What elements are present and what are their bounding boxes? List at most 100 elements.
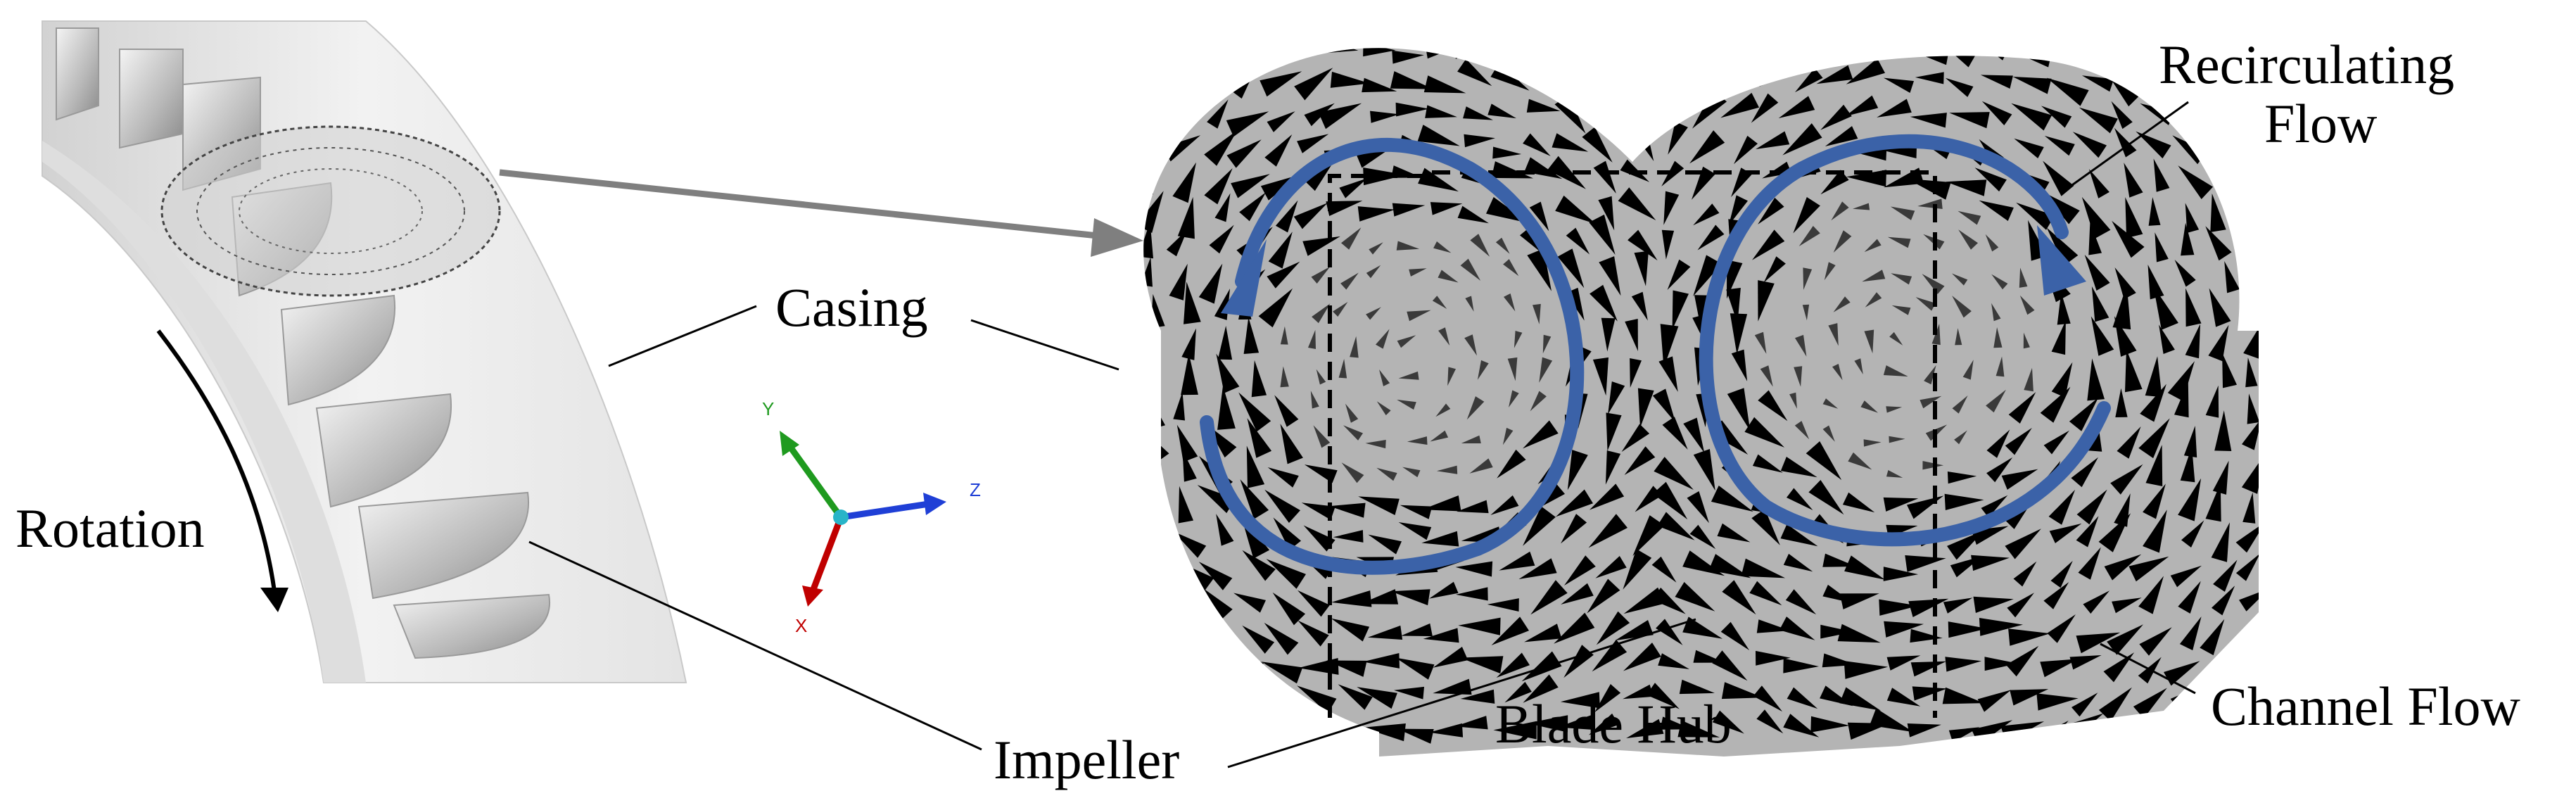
velocity-vector <box>2112 597 2142 614</box>
rotation-label: Rotation <box>15 498 205 559</box>
velocity-vector <box>2011 103 2052 131</box>
velocity-vector <box>1787 687 1818 709</box>
velocity-vector <box>1460 656 1504 673</box>
velocity-vector <box>1848 48 1882 65</box>
velocity-vector <box>1457 58 1492 87</box>
velocity-vector <box>1274 395 1299 427</box>
velocity-vector <box>1308 329 1316 349</box>
velocity-vector <box>1842 492 1875 513</box>
velocity-vector <box>1795 68 1823 93</box>
velocity-vector <box>1820 624 1854 639</box>
velocity-vector <box>1657 512 1695 540</box>
velocity-vector <box>2245 357 2258 388</box>
velocity-vector <box>2139 709 2174 747</box>
velocity-vector <box>2155 232 2169 262</box>
velocity-vector <box>1652 481 1688 520</box>
velocity-vector <box>1810 48 1851 55</box>
velocity-vector <box>1331 590 1372 607</box>
velocity-vector <box>1240 479 1269 519</box>
velocity-vector <box>1166 229 1188 257</box>
velocity-vector <box>1592 640 1628 672</box>
velocity-vector <box>1693 449 1715 491</box>
velocity-vector <box>1561 583 1594 605</box>
velocity-vector <box>2153 158 2170 192</box>
velocity-vector <box>1260 71 1302 97</box>
velocity-vector <box>1357 687 1397 709</box>
velocity-vector <box>2159 324 2175 354</box>
velocity-vector <box>1171 587 1206 623</box>
velocity-vector <box>1554 612 1595 644</box>
velocity-vector <box>1280 424 1303 464</box>
velocity-vector <box>1884 77 1914 93</box>
velocity-vector <box>1207 693 1244 709</box>
zoom-pointer-head <box>1091 218 1143 257</box>
velocity-vector <box>1503 259 1519 277</box>
velocity-vector <box>1623 549 1652 590</box>
velocity-vector <box>1556 489 1593 517</box>
velocity-vector <box>1833 230 1852 253</box>
velocity-vector <box>1350 336 1359 358</box>
velocity-vector <box>2138 418 2170 459</box>
velocity-vector <box>1173 531 1207 558</box>
velocity-vector <box>2040 386 2071 423</box>
velocity-vector <box>2023 332 2030 349</box>
velocity-vector <box>2143 510 2167 553</box>
velocity-vector <box>1883 567 1919 581</box>
velocity-vector <box>1552 133 1589 152</box>
velocity-vector <box>1693 255 1722 296</box>
velocity-vector <box>1227 727 1267 743</box>
velocity-vector <box>1144 319 1160 355</box>
velocity-vector <box>2174 381 2189 418</box>
velocity-vector <box>2103 652 2135 683</box>
velocity-vector <box>1470 234 1490 257</box>
velocity-vector <box>1846 170 1886 187</box>
velocity-vector <box>1409 268 1427 277</box>
velocity-vector <box>1306 721 1336 735</box>
velocity-vector <box>1945 77 1974 97</box>
velocity-vector <box>1143 163 1154 195</box>
velocity-vector <box>2133 688 2167 719</box>
velocity-vector <box>2148 197 2161 226</box>
velocity-vector <box>1891 305 1911 315</box>
velocity-vector <box>1758 390 1788 422</box>
velocity-vector <box>1721 682 1763 700</box>
velocity-vector <box>1242 625 1275 654</box>
velocity-vector <box>1198 263 1223 304</box>
velocity-vector <box>1457 205 1489 224</box>
velocity-vector <box>1209 224 1234 254</box>
velocity-vector <box>2185 203 2200 233</box>
velocity-vector <box>1675 582 1715 612</box>
velocity-vector <box>2051 362 2073 398</box>
velocity-vector <box>1631 291 1648 321</box>
rotation-arrowhead <box>260 588 288 612</box>
velocity-vector <box>1143 257 1153 287</box>
velocity-vector <box>1264 134 1293 167</box>
velocity-vector <box>1864 329 1874 354</box>
velocity-vector <box>1523 133 1551 156</box>
velocity-vector <box>1369 242 1383 255</box>
velocity-vector <box>1915 297 1936 311</box>
velocity-vector <box>1890 206 1915 220</box>
velocity-vector <box>1370 110 1400 123</box>
velocity-vector <box>1783 553 1813 572</box>
velocity-vector <box>1687 48 1718 52</box>
velocity-vector <box>1682 616 1723 639</box>
velocity-vector <box>1264 622 1299 655</box>
velocity-vector <box>1432 296 1447 309</box>
triad-origin <box>833 510 849 525</box>
velocity-vector <box>2076 632 2121 654</box>
velocity-vector <box>1794 421 1810 440</box>
velocity-vector <box>1582 84 1616 125</box>
velocity-vector <box>1343 425 1363 441</box>
velocity-vector <box>2098 513 2131 552</box>
velocity-vector <box>1207 99 1229 129</box>
velocity-vector <box>1886 406 1903 413</box>
velocity-vector <box>1955 328 1962 346</box>
velocity-vector <box>1395 657 1435 680</box>
velocity-vector <box>1907 723 1941 738</box>
casing-inner-band <box>42 141 366 683</box>
velocity-vector <box>1242 550 1276 581</box>
velocity-vector <box>2211 522 2230 562</box>
velocity-vector <box>1230 690 1268 705</box>
velocity-vector <box>1267 467 1299 488</box>
